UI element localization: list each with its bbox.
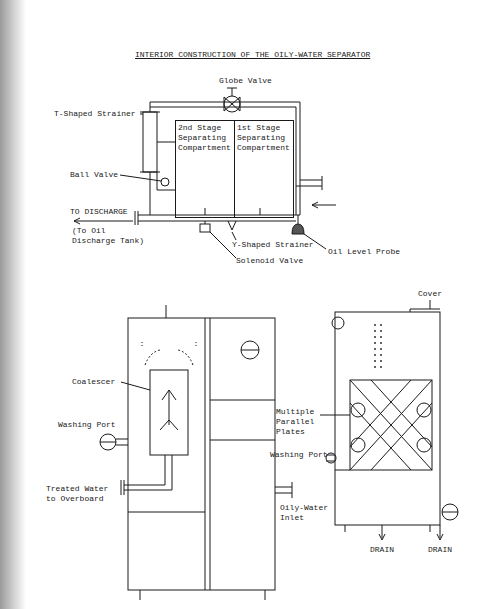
flow-dot <box>374 354 376 356</box>
compartment-box: 2nd Stage Separating Compartment <box>175 120 235 218</box>
compartment-label: 1st Stage Separating Compartment <box>237 123 291 153</box>
flow-dot <box>374 366 376 368</box>
part-label: DRAIN <box>428 545 452 555</box>
flow-dot <box>380 330 382 332</box>
part-label: Coalescer <box>72 377 115 387</box>
part-label: Oil Level Probe <box>328 247 400 257</box>
part-label: TO DISCHARGE <box>70 207 128 217</box>
part-label: Oily-Water Inlet <box>280 503 338 523</box>
compartment-label: 2nd Stage Separating Compartment <box>178 123 232 153</box>
part-label: (To Oil Discharge Tank) <box>72 226 150 246</box>
flow-dot <box>374 324 376 326</box>
flow-dot <box>380 348 382 350</box>
part-label: DRAIN <box>370 545 394 555</box>
compartment-box: 1st Stage Separating Compartment <box>234 120 294 218</box>
flow-dot <box>380 360 382 362</box>
flow-dot <box>380 366 382 368</box>
part-label: T-Shaped Strainer <box>54 109 136 119</box>
part-label: Treated Water to Overboard <box>46 484 116 504</box>
part-label: Multiple Parallel Plates <box>276 407 326 437</box>
part-label: Washing Port <box>58 420 116 430</box>
scan-shadow <box>0 0 26 609</box>
flow-dot <box>374 336 376 338</box>
part-label: Ball Valve <box>70 170 118 180</box>
flow-dot <box>374 348 376 350</box>
flow-dot <box>374 342 376 344</box>
flow-dot <box>374 330 376 332</box>
flow-dot <box>374 360 376 362</box>
part-label: Washing Port <box>270 450 328 460</box>
diagram-title: INTERIOR CONSTRUCTION OF THE OILY-WATER … <box>135 50 370 60</box>
part-label: Cover <box>418 289 442 299</box>
part-label: Solenoid Valve <box>236 256 303 266</box>
part-label: Globe Valve <box>219 76 272 86</box>
part-label: Y-Shaped Strainer <box>232 240 314 250</box>
flow-dot <box>380 342 382 344</box>
flow-dot <box>380 336 382 338</box>
flow-dot <box>380 324 382 326</box>
flow-dot <box>380 354 382 356</box>
